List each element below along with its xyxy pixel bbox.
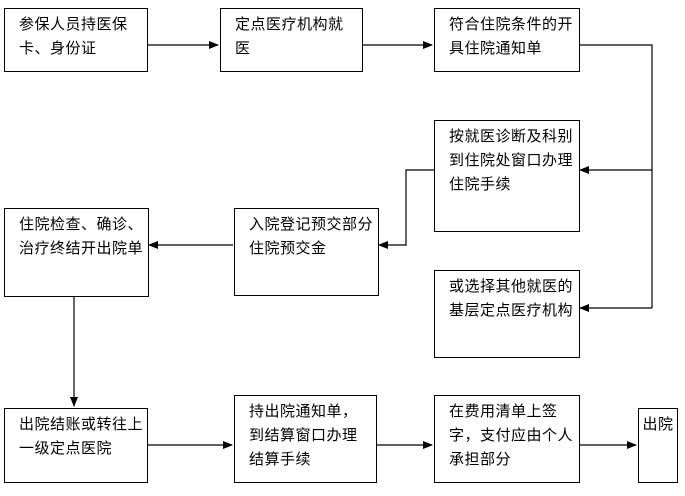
node-alternative-institution: 或选择其他就医的基层定点医疗机构 — [434, 270, 580, 358]
node-sign-and-pay: 在费用清单上签字，支付应由个人承担部分 — [434, 395, 580, 483]
node-prepayment-deposit: 入院登记预交部分住院预交金 — [234, 208, 379, 296]
node-designated-hospital-visit: 定点医疗机构就医 — [220, 8, 363, 72]
node-discharge-settlement: 出院结账或转往上一级定点医院 — [4, 408, 148, 483]
node-settlement-window: 持出院通知单，到结算窗口办理结算手续 — [234, 395, 377, 483]
node-admission-notice: 符合住院条件的开具住院通知单 — [434, 8, 580, 72]
node-discharge: 出院 — [638, 408, 678, 483]
edge-n3-right-trunk — [580, 44, 653, 308]
node-admission-procedures: 按就医诊断及科别到住院处窗口办理住院手续 — [434, 120, 580, 232]
node-treatment-discharge-slip: 住院检查、确诊、治疗终结开出院单 — [4, 208, 149, 297]
edge-n4-n5 — [378, 169, 434, 249]
node-insured-person-cards: 参保人员持医保卡、身份证 — [4, 8, 148, 72]
